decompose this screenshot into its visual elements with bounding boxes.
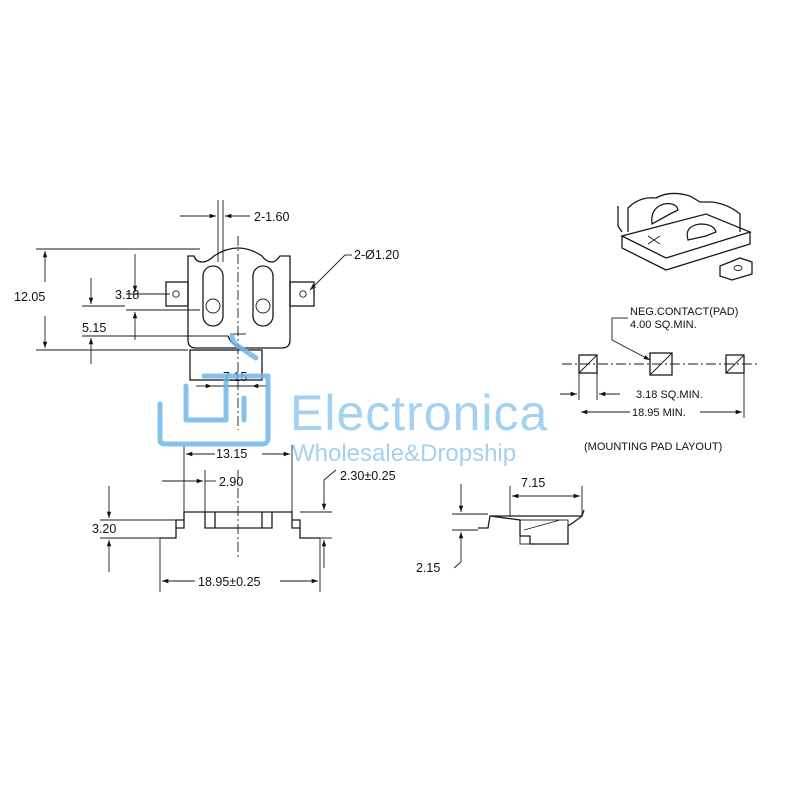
holder-body-outline [187,247,291,349]
right-tab [289,281,315,307]
dim-inner: 2.90 [219,475,243,489]
neg-contact-label: NEG.CONTACT(PAD) [630,306,738,318]
isometric-view [617,192,753,281]
end-view: 7.15 2.15 [416,476,585,575]
end-dim-width: 7.15 [521,476,545,490]
watermark: Electronica Wholesale&Dropship [157,333,548,467]
contact-slot-right [252,265,274,327]
end-dim-height: 2.15 [416,561,440,575]
dim-thickness: 2.30±0.25 [340,469,396,483]
side-profile [160,511,320,539]
neg-contact-size: 4.00 SQ.MIN. [630,319,697,331]
right-tab-hole [299,290,307,298]
iso-body [627,192,741,232]
dim-pin-width: 2-1.60 [254,210,289,224]
iso-base-side [621,232,751,271]
dim-side-height: 3.20 [92,522,116,536]
side-view: 13.15 2.90 2.30±0.25 3.20 18.95±0.25 [92,445,396,592]
side-contacts [204,512,273,529]
iso-contact-left [651,202,679,226]
watermark-brand: Electronica [290,385,548,441]
end-spring [523,519,561,531]
contact-slot-left [202,265,224,327]
pad-layout: NEG.CONTACT(PAD) 4.00 SQ.MIN. 3.18 SQ.MI… [560,306,760,453]
end-body [519,519,569,545]
pin-right [255,298,271,314]
dim-height: 12.05 [14,290,45,304]
watermark-tagline: Wholesale&Dropship [292,440,516,467]
watermark-logo-icon [157,333,271,447]
iso-base [620,213,752,259]
dim-hole: 2-Ø1.20 [354,248,399,262]
pad-layout-title: (MOUNTING PAD LAYOUT) [584,441,722,453]
pin-left [205,298,221,314]
left-tab-hole [172,290,180,298]
dim-body-width: 13.15 [216,447,247,461]
dim-center: 5.15 [82,321,106,335]
pad-size: 3.18 SQ.MIN. [636,389,703,401]
dim-overall: 18.95±0.25 [198,575,261,589]
iso-left-tab [617,206,623,233]
iso-contact-right [686,223,717,241]
pad-left [578,354,598,374]
iso-tab [719,257,753,281]
pad-span: 18.95 MIN. [632,407,686,419]
dim-pin-offset: 3.18 [115,288,139,302]
